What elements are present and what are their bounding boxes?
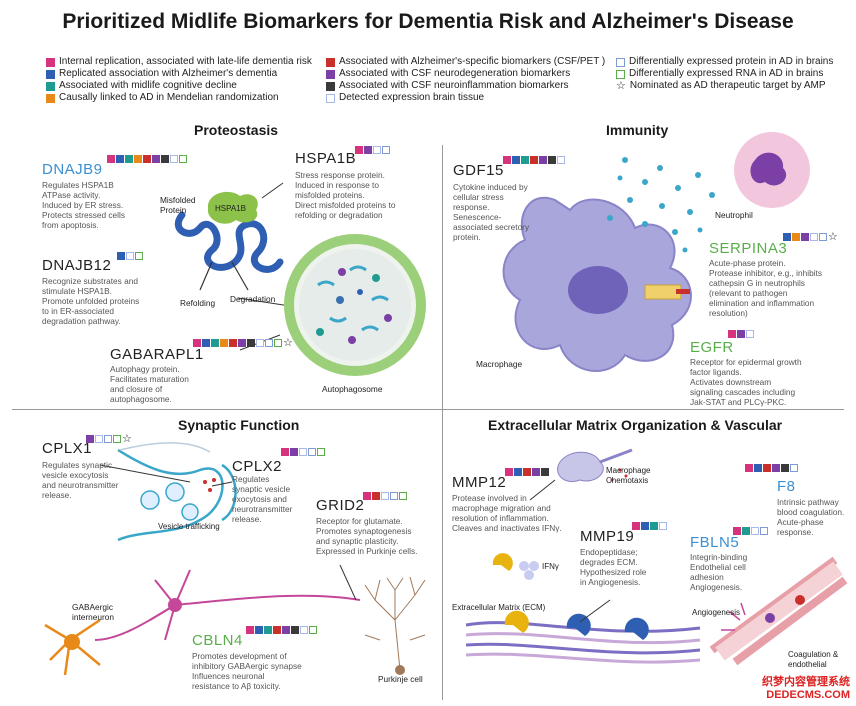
degradation-label: Degradation bbox=[230, 294, 276, 304]
gene-serpina3: SERPINA3 bbox=[709, 240, 788, 257]
horizontal-divider bbox=[12, 409, 844, 410]
gdf15-particles bbox=[607, 157, 715, 253]
f8-badges bbox=[745, 464, 798, 472]
legend-item-rna-ad: Differentially expressed RNA in AD in br… bbox=[616, 68, 823, 80]
gene-cbln4: CBLN4 bbox=[192, 632, 243, 649]
gdf15-badges bbox=[503, 156, 565, 164]
grid2-desc: Receptor for glutamate.Promotes synaptog… bbox=[316, 516, 418, 556]
gene-mmp12: MMP12 bbox=[452, 474, 507, 491]
gene-mmp19: MMP19 bbox=[580, 528, 635, 545]
legend-item-midlife: Associated with midlife cognitive declin… bbox=[46, 80, 237, 92]
fbln5-badges bbox=[733, 527, 768, 535]
legend-item-ad-specific: Associated with Alzheimer's-specific bio… bbox=[326, 56, 605, 68]
legend-item-brain-tissue: Detected expression brain tissue bbox=[326, 92, 484, 104]
figure-title: Prioritized Midlife Biomarkers for Demen… bbox=[62, 10, 794, 33]
grid2-badges bbox=[363, 492, 407, 500]
star-icon: ☆ bbox=[283, 337, 293, 349]
gene-cplx1: CPLX1 bbox=[42, 440, 93, 457]
mmp19-desc: Endopeptidase;degrades ECM.Hypothesized … bbox=[580, 547, 647, 587]
mmp19-badges bbox=[632, 522, 667, 530]
hspa1b-blob-label: HSPA1B bbox=[215, 204, 246, 213]
star-icon: ☆ bbox=[828, 231, 838, 243]
autophagosome-shape bbox=[284, 234, 426, 376]
legend-item-csf-neurodeg: Associated with CSF neurodegeneration bi… bbox=[326, 68, 570, 80]
macrophage-label: Macrophage bbox=[476, 359, 523, 369]
gene-dnajb12: DNAJB12 bbox=[42, 257, 112, 274]
gabarapl1-badges: ☆ bbox=[193, 337, 293, 349]
section-title-synaptic: Synaptic Function bbox=[178, 417, 300, 433]
ifng-label: IFNγ bbox=[542, 562, 559, 571]
angiogenesis-label: Angiogenesis bbox=[692, 608, 741, 617]
cplx1-badges: ☆ bbox=[86, 433, 132, 445]
gene-dnajb9: DNAJB9 bbox=[42, 161, 103, 178]
gene-gabarapl1: GABARAPL1 bbox=[110, 346, 204, 363]
section-title-proteostasis: Proteostasis bbox=[194, 122, 279, 138]
hspa1b-badges bbox=[355, 146, 390, 154]
gene-egfr: EGFR bbox=[690, 339, 734, 356]
vertical-divider bbox=[442, 145, 443, 700]
star-icon: ☆ bbox=[616, 80, 626, 92]
legend-item-protein-ad: Differentially expressed protein in AD i… bbox=[616, 56, 833, 68]
section-title-immunity: Immunity bbox=[606, 122, 669, 138]
gabarapl1-desc: Autophagy protein.Facilitates maturation… bbox=[110, 364, 189, 404]
legend-item-mendelian: Causally linked to AD in Mendelian rando… bbox=[46, 92, 279, 104]
chemotaxis-macrophage bbox=[557, 451, 604, 482]
purkinje-label: Purkinje cell bbox=[378, 674, 423, 684]
refolding-label: Refolding bbox=[180, 298, 216, 308]
gene-cplx2: CPLX2 bbox=[232, 458, 283, 475]
legend-item-ad-assoc: Replicated association with Alzheimer's … bbox=[46, 68, 277, 80]
coagulation-label: Coagulation &endothelial bbox=[788, 650, 839, 669]
gene-hspa1b: HSPA1B bbox=[295, 150, 357, 167]
legend-item-csf-neuroinfl: Associated with CSF neuroinflammation bi… bbox=[326, 80, 569, 92]
cplx2-badges bbox=[281, 448, 325, 456]
serpina3-desc: Acute-phase protein.Protease inhibitor, … bbox=[709, 258, 822, 318]
hspa1b-desc: Stress response protein.Induced in respo… bbox=[295, 170, 396, 220]
neutrophil-label: Neutrophil bbox=[715, 210, 753, 220]
cbln4-badges bbox=[246, 626, 317, 634]
egfr-badges bbox=[728, 330, 754, 338]
section-title-ecm: Extracellular Matrix Organization & Vasc… bbox=[488, 417, 783, 433]
purkinje-cell bbox=[364, 576, 426, 671]
ecm-label: Extracellular Matrix (ECM) bbox=[452, 603, 546, 612]
gene-gdf15: GDF15 bbox=[453, 162, 504, 179]
neutrophil-shape bbox=[734, 132, 810, 208]
legend-item-late-life: Internal replication, associated with la… bbox=[46, 56, 312, 68]
autophagosome-label: Autophagosome bbox=[322, 384, 383, 394]
ecm-fibers bbox=[465, 621, 701, 664]
misfolded-protein-shape bbox=[174, 211, 284, 273]
watermark: 织梦内容管理系统 DEDECMS.COM bbox=[762, 676, 850, 701]
macrophage-shape bbox=[502, 196, 692, 372]
serpina3-badges: ☆ bbox=[783, 231, 838, 243]
dnajb12-badges bbox=[117, 252, 143, 260]
gene-f8: F8 bbox=[777, 478, 796, 495]
legend-item-amp-target: ☆Nominated as AD therapeutic target by A… bbox=[616, 80, 826, 92]
gene-grid2: GRID2 bbox=[316, 497, 365, 514]
mmp12-badges bbox=[505, 468, 549, 476]
vesicle-trafficking-label: Vesicle trafficking bbox=[158, 522, 220, 531]
star-icon: ☆ bbox=[122, 433, 132, 445]
gabaergic-neuron bbox=[44, 618, 101, 676]
dnajb9-badges bbox=[107, 155, 187, 163]
gene-fbln5: FBLN5 bbox=[690, 534, 740, 551]
